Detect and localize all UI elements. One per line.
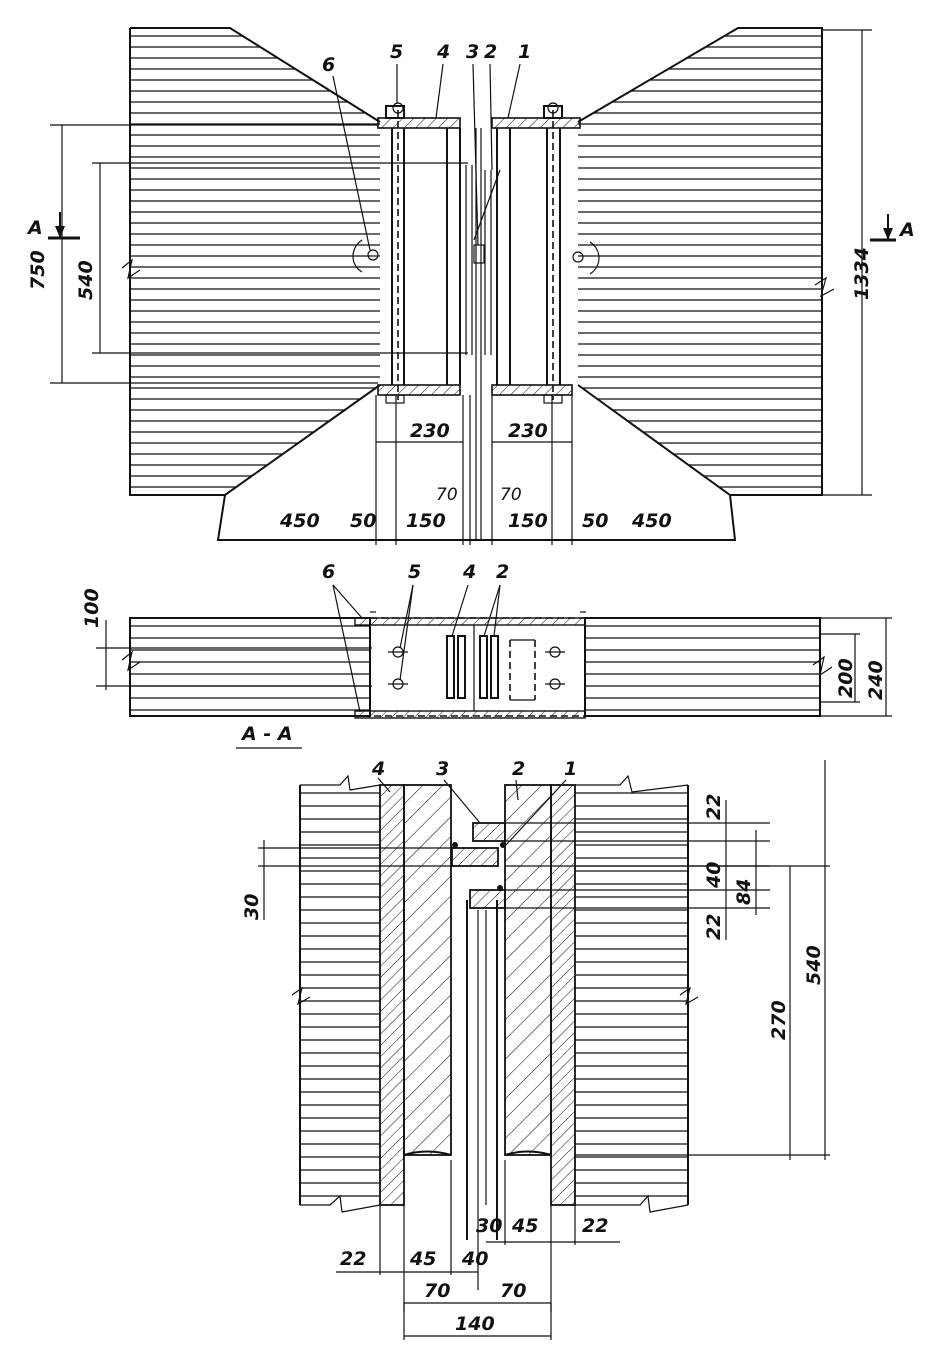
section-view: А - А 4 3 xyxy=(236,723,830,1340)
dim-140: 140 xyxy=(455,1313,495,1335)
top-label-1: 1 xyxy=(518,41,531,63)
dim-22-top: 22 xyxy=(703,794,725,820)
sec-label-4: 4 xyxy=(371,758,385,780)
dim-150-left: 150 xyxy=(406,510,446,532)
top-label-2: 2 xyxy=(484,41,497,63)
top-view: 6 5 4 3 2 1 A A 750 xyxy=(26,27,915,545)
dim-1334: 1334 xyxy=(822,29,873,496)
mid-label-4: 4 xyxy=(462,561,476,583)
dim-230-left: 230 xyxy=(410,420,450,442)
dim-200: 200 xyxy=(820,633,860,703)
dim-45-right: 45 xyxy=(511,1215,538,1237)
right-plate xyxy=(550,784,576,1206)
svg-text:A: A xyxy=(898,219,915,241)
svg-text:240: 240 xyxy=(865,660,887,700)
svg-text:200: 200 xyxy=(835,658,857,698)
right-post xyxy=(473,102,600,404)
middle-view: 6 5 4 2 100 200 240 xyxy=(81,561,892,719)
dim-540-section: 540 xyxy=(575,760,830,1160)
dim-45-left: 45 xyxy=(409,1248,436,1270)
dim-22-left: 22 xyxy=(340,1248,366,1270)
section-title: А - А xyxy=(240,723,293,745)
dim-50-right: 50 xyxy=(582,510,608,532)
dim-540: 540 xyxy=(75,162,468,354)
dim-450-right: 450 xyxy=(631,510,672,532)
top-label-4: 4 xyxy=(436,41,450,63)
mid-label-6: 6 xyxy=(322,561,335,583)
dim-70-sec-left: 70 xyxy=(424,1280,450,1302)
dim-70-left: 70 xyxy=(436,485,458,505)
svg-text:270: 270 xyxy=(768,1000,790,1040)
svg-text:750: 750 xyxy=(27,250,49,290)
dim-230-right: 230 xyxy=(508,420,548,442)
svg-text:30: 30 xyxy=(241,894,263,920)
right-timber xyxy=(504,784,552,1156)
mid-label-2: 2 xyxy=(496,561,509,583)
dim-30: 30 xyxy=(241,840,456,920)
svg-text:1334: 1334 xyxy=(851,247,873,300)
section-marker-right: A xyxy=(870,214,915,242)
left-plate xyxy=(379,784,405,1206)
svg-text:A: A xyxy=(26,217,43,239)
sec-label-2: 2 xyxy=(512,758,525,780)
dim-70-sec-right: 70 xyxy=(500,1280,526,1302)
dim-30-bottom: 30 xyxy=(476,1215,502,1237)
dim-50-left: 50 xyxy=(350,510,376,532)
left-masonry xyxy=(129,27,381,496)
mid-label-5: 5 xyxy=(408,561,421,583)
dim-22-right: 22 xyxy=(582,1215,608,1237)
dim-100: 100 xyxy=(81,588,372,690)
svg-text:540: 540 xyxy=(75,260,97,300)
left-timber xyxy=(403,784,452,1156)
dim-270: 270 xyxy=(768,866,791,1160)
dim-84: 84 xyxy=(733,879,755,905)
top-label-3: 3 xyxy=(466,41,479,63)
left-post xyxy=(352,102,473,404)
dim-450-left: 450 xyxy=(279,510,320,532)
dim-40: 40 xyxy=(703,862,725,889)
dim-70-right: 70 xyxy=(500,485,522,505)
dim-40-bottom: 40 xyxy=(461,1248,488,1270)
key-upper xyxy=(472,822,506,842)
dim-240: 240 xyxy=(820,617,892,717)
right-masonry xyxy=(577,27,823,496)
dim-150-right: 150 xyxy=(508,510,548,532)
svg-text:100: 100 xyxy=(81,588,103,628)
sec-label-3: 3 xyxy=(436,758,449,780)
dim-750: 750 xyxy=(27,124,378,384)
dim-22-mid: 22 xyxy=(703,914,725,940)
key-lower xyxy=(469,889,506,909)
top-label-5: 5 xyxy=(390,41,403,63)
svg-text:540: 540 xyxy=(803,945,825,985)
sec-label-1: 1 xyxy=(564,758,577,780)
top-label-6: 6 xyxy=(322,54,335,76)
section-marker-left: A xyxy=(26,212,80,240)
key-middle xyxy=(451,847,499,867)
